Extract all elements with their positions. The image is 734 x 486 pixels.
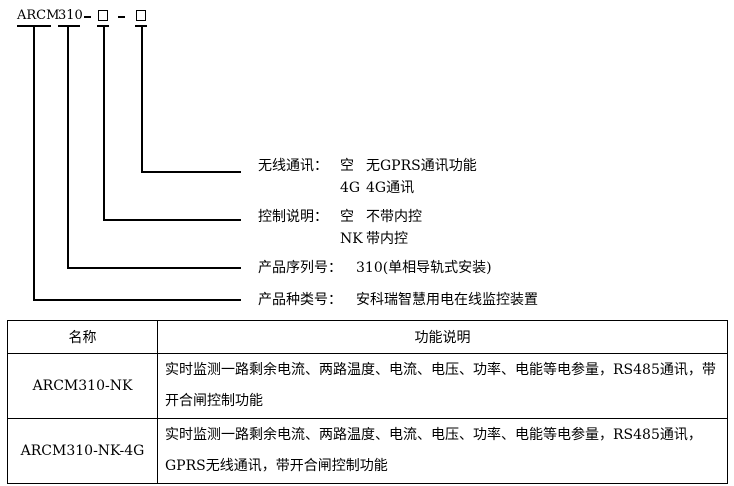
product-spec-table: 名称 功能说明 ARCM310-NK 实时监测一路剩余电流、两路温度、电流、电压… <box>7 320 728 484</box>
control-opt1-code: 空 <box>340 209 354 225</box>
type-leader-horizontal <box>33 299 241 301</box>
serial-leader-horizontal <box>67 267 241 269</box>
control-option-box <box>98 10 108 21</box>
serial-leader-vertical <box>67 26 69 268</box>
table-row: ARCM310-NK-4G 实时监测一路剩余电流、两路温度、电流、电压、功率、电… <box>7 418 728 484</box>
type-leader-vertical <box>33 26 35 300</box>
row-2-desc: 实时监测一路剩余电流、两路温度、电流、电压、功率、电能等电参量，RS485通讯，… <box>157 418 728 484</box>
wireless-title: 无线通讯： <box>258 158 328 174</box>
type-text: 安科瑞智慧用电在线监控装置 <box>356 292 538 308</box>
wireless-box-underline <box>135 25 147 27</box>
wireless-leader-vertical <box>141 26 143 172</box>
wireless-opt1-text: 无GPRS通讯功能 <box>366 158 477 174</box>
wireless-opt2-text: 4G通讯 <box>366 180 415 196</box>
prefix-underline <box>17 25 51 27</box>
control-box-underline <box>97 25 109 27</box>
type-title: 产品种类号： <box>258 292 342 308</box>
header-function: 功能说明 <box>157 320 728 354</box>
table-header-row: 名称 功能说明 <box>7 320 728 354</box>
dash-2 <box>118 16 125 18</box>
serial-title: 产品序列号： <box>258 260 342 276</box>
row-1-desc: 实时监测一路剩余电流、两路温度、电流、电压、功率、电能等电参量，RS485通讯，… <box>157 353 728 419</box>
number-underline <box>58 25 80 27</box>
wireless-leader-horizontal <box>141 171 241 173</box>
table-row: ARCM310-NK 实时监测一路剩余电流、两路温度、电流、电压、功率、电能等电… <box>7 353 728 419</box>
control-opt2-code: NK <box>340 231 363 247</box>
wireless-opt2-code: 4G <box>340 180 361 196</box>
header-name: 名称 <box>7 320 158 354</box>
dash-1 <box>84 16 91 18</box>
model-number: 310 <box>58 8 83 23</box>
row-2-name: ARCM310-NK-4G <box>7 418 158 484</box>
control-title: 控制说明： <box>258 209 328 225</box>
control-leader-horizontal <box>103 219 241 221</box>
serial-text: 310(单相导轨式安装) <box>356 260 492 276</box>
control-opt1-text: 不带内控 <box>366 209 422 225</box>
row-1-name: ARCM310-NK <box>7 353 158 419</box>
model-prefix: ARCM <box>17 8 60 23</box>
wireless-opt1-code: 空 <box>340 158 354 174</box>
control-leader-vertical <box>103 26 105 220</box>
control-opt2-text: 带内控 <box>366 231 408 247</box>
wireless-option-box <box>136 10 146 21</box>
